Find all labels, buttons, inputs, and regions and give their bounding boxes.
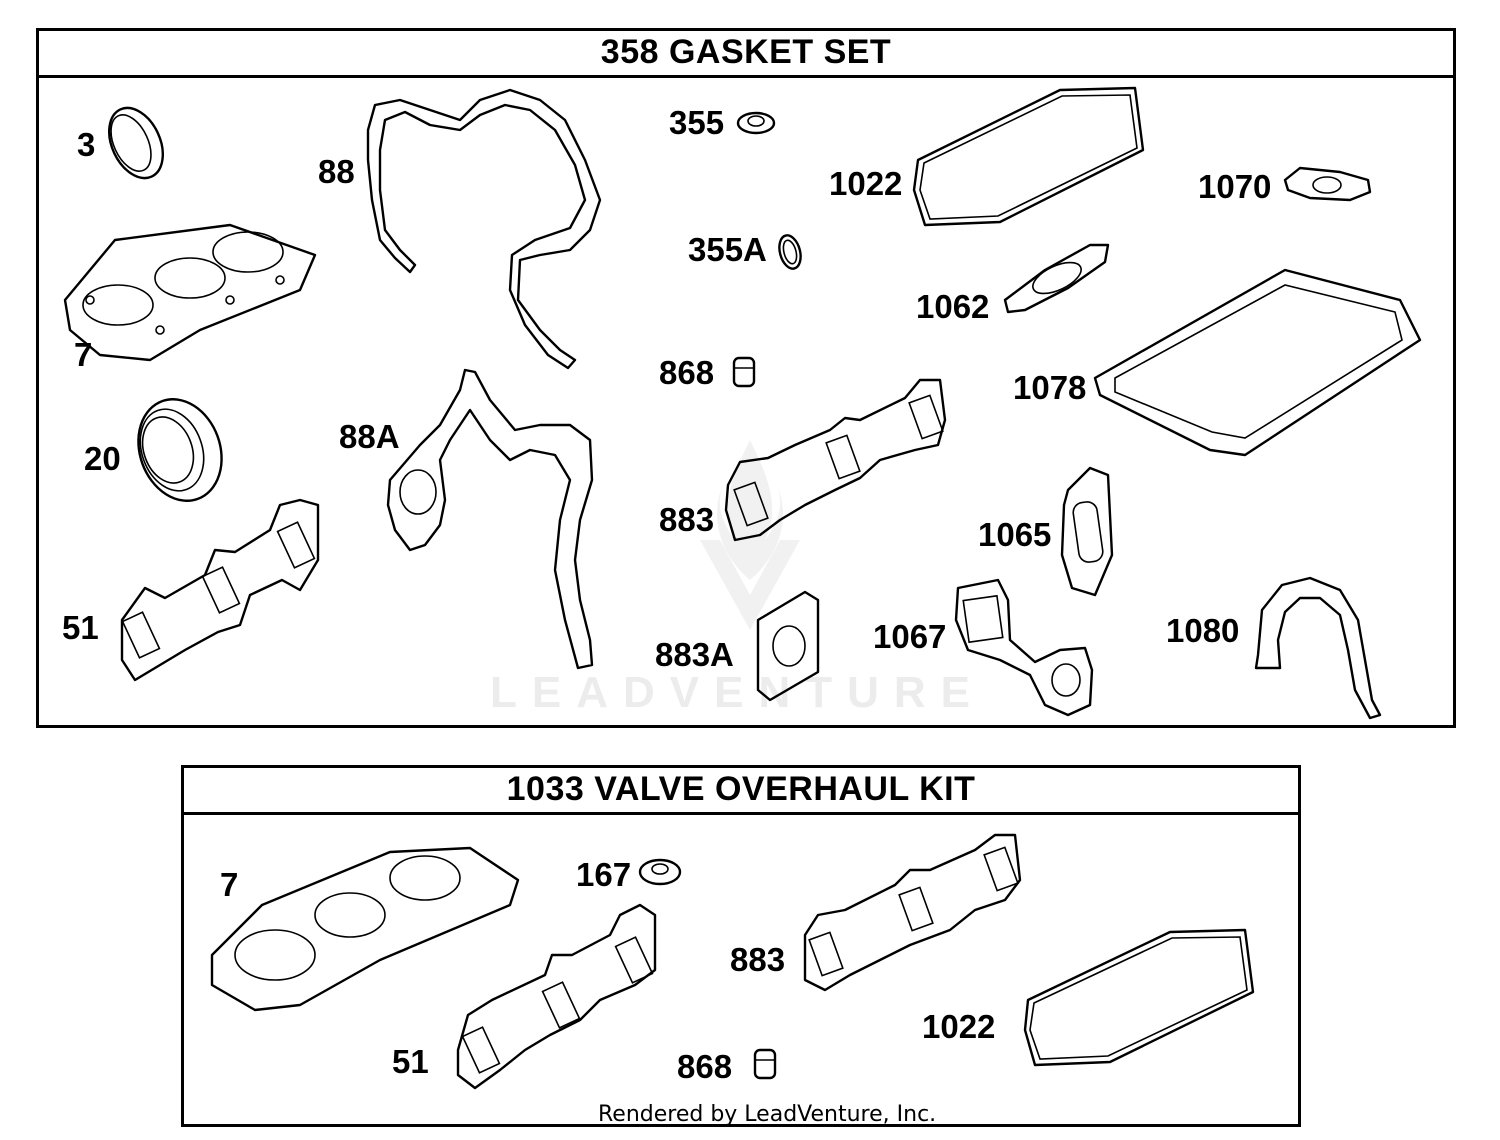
label-1065: 1065 [978, 516, 1052, 553]
gasket-set-title: 358 GASKET SET [39, 31, 1453, 78]
label-3: 3 [77, 126, 96, 163]
label-355a: 355A [688, 231, 767, 268]
label-88a: 88A [339, 418, 400, 455]
kit-label-883: 883 [730, 941, 786, 978]
render-credit: Rendered by LeadVenture, Inc. [598, 1102, 937, 1127]
watermark-text: LEADVENTURE [490, 668, 986, 717]
valve-kit-title: 1033 VALVE OVERHAUL KIT [184, 768, 1298, 815]
label-20: 20 [84, 440, 121, 477]
label-1067: 1067 [873, 618, 947, 655]
kit-label-7: 7 [220, 866, 239, 903]
label-1022: 1022 [829, 165, 903, 202]
label-355: 355 [669, 104, 725, 141]
label-883a: 883A [655, 636, 734, 673]
label-1062: 1062 [916, 288, 990, 325]
label-868: 868 [659, 354, 715, 391]
label-1078: 1078 [1013, 369, 1087, 406]
kit-label-868: 868 [677, 1048, 733, 1085]
kit-label-167: 167 [576, 856, 632, 893]
label-1080: 1080 [1166, 612, 1240, 649]
kit-label-1022: 1022 [922, 1008, 996, 1045]
valve-overhaul-kit-panel: 1033 VALVE OVERHAUL KIT [181, 765, 1301, 1127]
label-7: 7 [74, 336, 93, 373]
kit-label-51: 51 [392, 1043, 429, 1080]
label-88: 88 [318, 153, 355, 190]
label-1070: 1070 [1198, 168, 1272, 205]
label-51: 51 [62, 609, 99, 646]
gasket-set-panel: 358 GASKET SET [36, 28, 1456, 728]
label-883: 883 [659, 501, 715, 538]
